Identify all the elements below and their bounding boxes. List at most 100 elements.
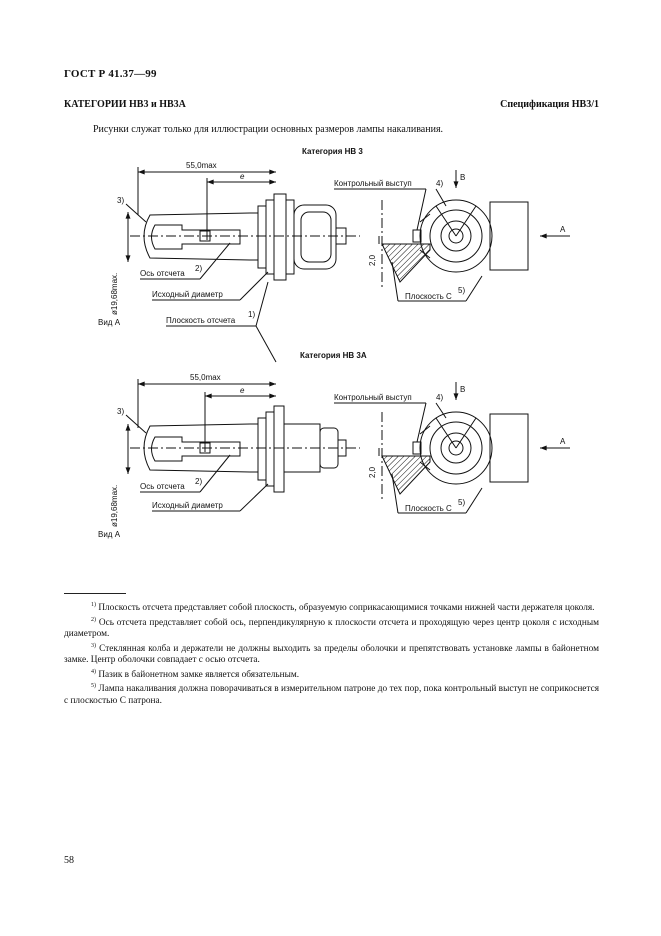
contact-label: Контрольный выступ — [334, 393, 412, 402]
view-a-label: Вид A — [98, 318, 121, 327]
leader-line — [435, 402, 447, 419]
base-body — [285, 199, 295, 275]
axis-label: Ось отсчета — [140, 482, 185, 491]
diameter-label: ø19,68max. — [110, 485, 119, 527]
leader-line — [391, 473, 399, 514]
footnote-mark: 1) — [91, 602, 96, 608]
base-body — [273, 405, 285, 493]
ref-plane-label: Плоскость отсчета — [166, 316, 236, 325]
spec-title: Спецификация HB3/1 — [500, 99, 599, 110]
footnote-mark: 2) — [91, 616, 96, 623]
e-dimension-label: e — [240, 386, 245, 395]
leader-line — [465, 487, 483, 514]
technical-drawing: Категория НВ 3 55,0max e 3) ø19,68max. О… — [98, 147, 570, 539]
footnotes: 1) Плоскость отсчета представляет собой … — [64, 600, 599, 707]
leader-line — [125, 203, 147, 223]
leader-line — [435, 188, 447, 207]
figure-hb3a: Категория НВ 3A 55,0max e 3) ø19,68max. … — [98, 351, 570, 539]
length-dimension-label: 55,0max — [186, 161, 217, 170]
ref-plane-label-sup: 1) — [248, 310, 255, 319]
footnote-4: 4) Пазик в байонетном замке является обя… — [64, 667, 599, 682]
socket-ring — [429, 209, 483, 263]
socket-inner — [440, 432, 472, 464]
contact-label: Контрольный выступ — [334, 179, 412, 188]
arrow-a-label: A — [560, 225, 566, 234]
figure-title-hb3a: Категория НВ 3A — [300, 351, 367, 360]
socket-core — [448, 440, 464, 456]
leader-line — [391, 261, 399, 302]
axis-label: Ось отсчета — [140, 269, 185, 278]
view-a-label: Вид A — [98, 530, 121, 539]
connector-inner — [300, 211, 332, 263]
figure-hb3: Категория НВ 3 55,0max e 3) ø19,68max. О… — [98, 147, 570, 327]
footnote-2: 2) Ось отсчета представляет собой ось, п… — [64, 615, 599, 641]
socket-ring — [429, 421, 483, 475]
e-dimension-label: e — [240, 172, 245, 181]
base-flange — [257, 417, 267, 481]
plane-c-label: Плоскость С — [405, 292, 452, 301]
connector-pin — [337, 439, 347, 457]
bayonet-lines — [435, 205, 477, 237]
base-diameter-label: Исходный диаметр — [152, 501, 223, 510]
footnote-mark: 4) — [91, 668, 96, 675]
leader-line — [465, 275, 483, 302]
footnote-text: Пазик в байонетном замке является обязат… — [98, 669, 300, 680]
note-4-label: 4) — [436, 393, 443, 402]
base-ring — [265, 199, 275, 275]
note-3-label: 3) — [117, 407, 124, 416]
footnote-text: Ось отсчета представляет собой ось, перп… — [64, 617, 599, 640]
plane-c-hatch — [381, 455, 431, 495]
bayonet-lines — [435, 417, 477, 449]
footnote-separator — [64, 593, 126, 594]
connector-block — [489, 201, 529, 271]
plane-c-label-sup: 5) — [458, 286, 465, 295]
leader-line — [416, 402, 427, 443]
arrow-b-label: B — [460, 173, 465, 182]
leader-line — [125, 414, 147, 434]
footnote-mark: 3) — [91, 642, 96, 649]
socket-outer — [419, 411, 493, 485]
illustration-note: Рисунки служат только для иллюстрации ос… — [93, 124, 444, 135]
base-flange — [257, 205, 267, 269]
leader-line — [199, 454, 231, 493]
axis-label-sup: 2) — [195, 264, 202, 273]
socket-outer — [419, 199, 493, 273]
offset-label: 2,0 — [368, 466, 377, 478]
footnote-5: 5) Лампа накаливания должна поворачивать… — [64, 681, 599, 707]
footnote-text: Стеклянная колба и держатели не должны в… — [64, 643, 600, 666]
figure-title-hb3: Категория НВ 3 — [302, 147, 363, 156]
axis-label-sup: 2) — [195, 477, 202, 486]
base-body — [273, 193, 287, 281]
plane-c-label: Плоскость С — [405, 504, 452, 513]
page-number: 58 — [64, 855, 74, 866]
bulb-glass — [151, 224, 241, 250]
arrow-a-label: A — [560, 437, 566, 446]
socket-inner — [440, 220, 472, 252]
note-3-label: 3) — [117, 196, 124, 205]
footnote-text: Лампа накаливания должна поворачиваться … — [64, 684, 600, 706]
diameter-label: ø19,68max. — [110, 273, 119, 315]
leader-line — [255, 281, 269, 327]
leader-line — [239, 271, 269, 301]
footnote-mark: 5) — [91, 683, 96, 690]
leader-line — [199, 242, 231, 280]
length-dimension-label: 55,0max — [190, 373, 221, 382]
base-ring — [265, 411, 275, 487]
plane-c-label-sup: 5) — [458, 498, 465, 507]
plane-c-hatch — [381, 243, 431, 283]
footnote-1: 1) Плоскость отсчета представляет собой … — [64, 600, 599, 615]
base-diameter-label: Исходный диаметр — [152, 290, 223, 299]
leader-line — [416, 188, 427, 231]
connector-housing — [293, 204, 337, 270]
arrow-b-label: B — [460, 385, 465, 394]
note-4-label: 4) — [436, 179, 443, 188]
reference-plane-callout: Плоскость отсчета 1) — [166, 281, 277, 363]
offset-label: 2,0 — [368, 254, 377, 266]
connector-block — [489, 413, 529, 483]
connector-pin — [335, 227, 347, 245]
leader-line — [239, 483, 269, 512]
socket-core — [448, 228, 464, 244]
category-title: КАТЕГОРИИ HB3 и HB3A — [64, 99, 186, 110]
leader-line — [255, 325, 277, 363]
footnote-text: Плоскость отсчета представляет собой пло… — [98, 603, 595, 614]
